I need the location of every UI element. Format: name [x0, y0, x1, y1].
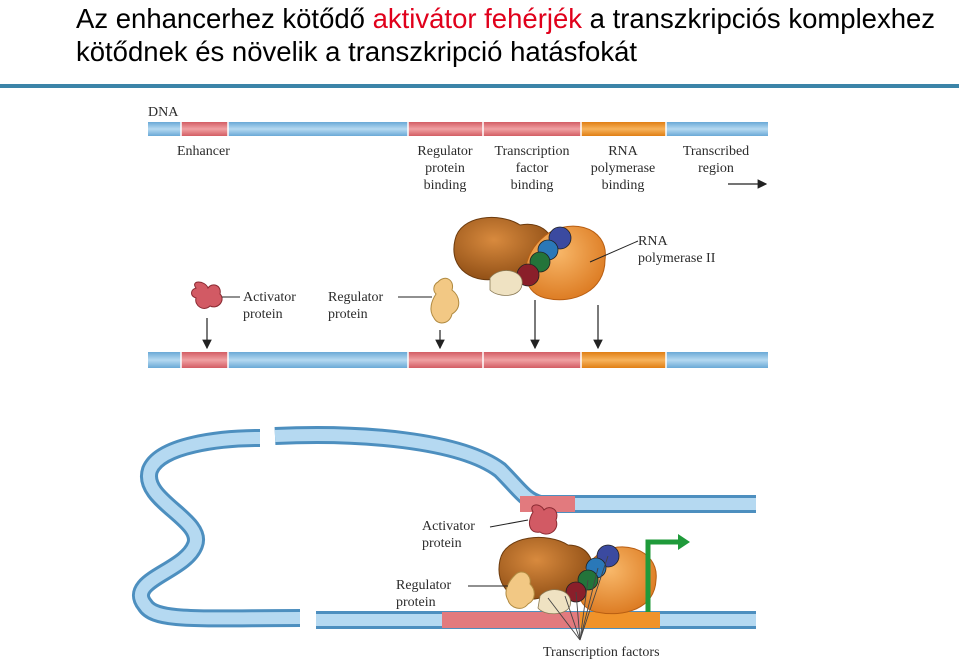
activator-protein-label-top: Activator protein: [243, 290, 296, 322]
transcribed-region-label: Transcribed region: [683, 144, 749, 176]
svg-text:polymerase II: polymerase II: [638, 251, 716, 266]
svg-text:Transcription: Transcription: [495, 144, 570, 159]
svg-text:factor: factor: [516, 161, 549, 176]
regulator-binding-segment: [408, 122, 483, 136]
dna-strip-middle: [148, 352, 768, 368]
svg-text:protein: protein: [422, 536, 462, 551]
rna-polymerase-complex-top: [453, 216, 606, 301]
svg-text:RNA: RNA: [638, 234, 668, 249]
dna-loop: [132, 426, 756, 630]
title-divider: [0, 84, 959, 88]
svg-text:Regulator: Regulator: [328, 290, 384, 305]
regulator-binding-label: Regulator protein binding: [417, 144, 473, 193]
slide-title: Az enhancerhez kötődő aktivátor fehérjék…: [76, 3, 936, 67]
svg-text:Regulator: Regulator: [396, 578, 452, 593]
activator-protein-label-bottom: Activator protein: [422, 519, 475, 551]
polymerase-binding-segment: [581, 122, 666, 136]
svg-text:RNA: RNA: [608, 144, 638, 159]
svg-text:Transcribed: Transcribed: [683, 144, 749, 159]
svg-text:polymerase: polymerase: [591, 161, 656, 176]
rna-polymerase-complex-bottom: [498, 536, 657, 615]
regulator-protein-shape-top: [430, 277, 460, 324]
dna-strip-top: [148, 122, 768, 136]
svg-text:Activator: Activator: [422, 519, 475, 534]
svg-text:Regulator: Regulator: [417, 144, 473, 159]
transcription-factors-label: Transcription factors: [543, 645, 660, 660]
svg-text:protein: protein: [328, 307, 368, 322]
svg-text:protein: protein: [243, 307, 283, 322]
rna-pol-leader-line: [589, 240, 639, 263]
regulator-protein-label-top: Regulator protein: [328, 290, 384, 322]
activator-protein-shape-bottom: [529, 504, 558, 535]
transcription-factor-pointers: [547, 555, 609, 641]
dna-label: DNA: [148, 105, 179, 120]
transcription-start-arrow-icon: [645, 539, 680, 612]
svg-text:protein: protein: [425, 161, 465, 176]
regulator-protein-label-bottom: Regulator protein: [396, 578, 452, 610]
enhancer-segment: [181, 122, 228, 136]
title-highlight: aktivátor fehérjék: [372, 3, 582, 34]
activator-protein-shape-top: [191, 281, 223, 309]
polymerase-binding-label: RNA polymerase binding: [591, 144, 656, 193]
tf-binding-segment: [483, 122, 581, 136]
binding-arrows: [202, 300, 603, 350]
svg-text:Activator: Activator: [243, 290, 296, 305]
svg-text:region: region: [698, 161, 734, 176]
enhancer-label: Enhancer: [177, 144, 230, 159]
svg-text:binding: binding: [424, 178, 467, 193]
rna-polymerase-ii-label: RNA polymerase II: [638, 234, 716, 266]
svg-text:binding: binding: [602, 178, 645, 193]
svg-text:binding: binding: [511, 178, 554, 193]
svg-text:protein: protein: [396, 595, 436, 610]
tf-binding-label: Transcription factor binding: [495, 144, 570, 193]
